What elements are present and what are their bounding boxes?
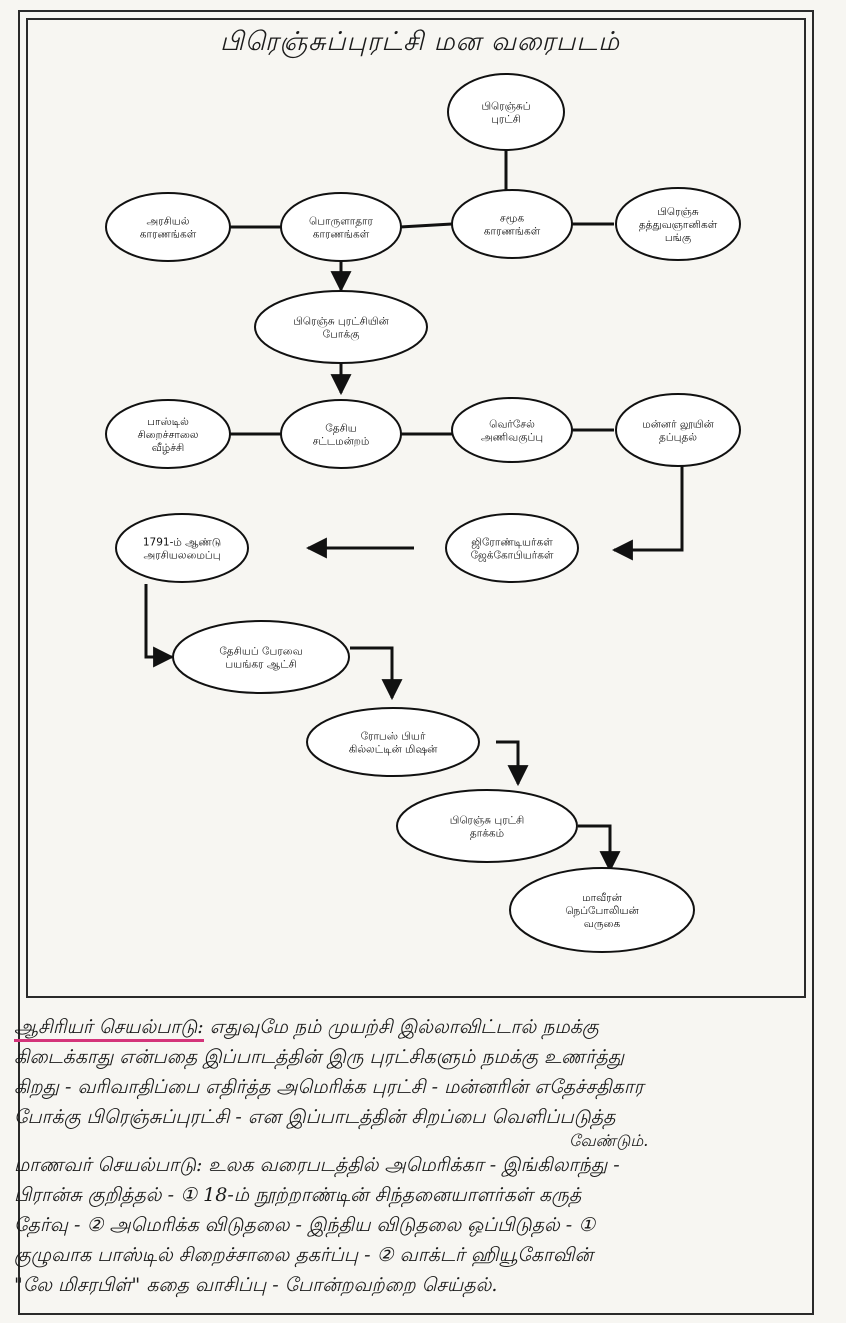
node-label: வருகை [584,918,621,930]
node-ellipse [254,290,428,364]
node-king-escape: மன்னர் லூயின்தப்புதல் [615,393,741,467]
node-ellipse [280,192,402,262]
outer-border [18,10,814,1315]
link-economic-social [399,222,453,229]
node-label: சிறைச்சாலை [137,429,198,441]
node-course-of-revolution: பிரெஞ்சு புரட்சியின்போக்கு [254,290,428,364]
arrow-king-girondins [611,466,684,561]
node-label: ரோபஸ் பியர் [361,731,426,743]
node-label: பயங்கர ஆட்சி [225,659,296,671]
node-label: சமூக [500,213,524,225]
node-label: கில்லட்டின் மிஷன் [349,744,438,756]
arrow-impact-napoleon [578,824,621,873]
student-activity-line-5: "லே மிசரபிள்" கதை வாசிப்பு - போன்றவற்றை … [14,1274,498,1296]
node-label: பிரெஞ்சுப் [481,101,530,113]
node-label: அரசியலமைப்பு [143,550,220,562]
teacher-activity-label: ஆசிரியர் செயல்பாடு: [14,1016,204,1042]
node-political-causes: அரசியல்காரணங்கள் [105,192,231,262]
student-activity-label: மாணவர் செயல்பாடு: [14,1154,203,1176]
node-label: மாவீரன் [582,892,622,904]
node-girondins-jacobins: ஜிரோண்டியர்கள்ஜேக்கோபியர்கள் [445,513,579,583]
node-napoleon-rise: மாவீரன்நெப்போலியன்வருகை [509,867,695,953]
node-label: போக்கு [323,329,360,343]
node-label: தத்துவஞானிகள் [639,219,718,231]
node-ellipse [509,867,695,953]
node-economic-causes: பொருளாதாரகாரணங்கள் [280,192,402,262]
node-ellipse [105,192,231,262]
node-label: காரணங்கள் [484,226,541,238]
node-versailles-march: வெர்சேல்அணிவகுப்பு [451,397,573,463]
teacher-activity-line-5: வேண்டும். [569,1132,649,1150]
node-social-causes: சமூககாரணங்கள் [451,189,573,259]
node-ellipse [105,399,231,469]
node-ellipse [306,707,480,777]
node-label: புரட்சி [491,114,521,126]
teacher-activity-text: எதுவுமே நம் முயற்சி இல்லாவிட்டால் நமக்கு [209,1016,599,1038]
diagram-border [26,18,806,998]
node-label: அணிவகுப்பு [481,432,543,446]
teacher-activity-line-1: ஆசிரியர் செயல்பாடு: எதுவுமே நம் முயற்சி … [14,1012,814,1042]
node-label: தேசியப் பேரவை [219,646,302,658]
node-ellipse [115,513,249,583]
node-constitution-1791: 1791-ம் ஆண்டுஅரசியலமைப்பு [115,513,249,583]
student-activity-line-1: மாணவர் செயல்பாடு: உலக வரைபடத்தில் அமெரிக… [14,1150,814,1180]
student-activity-line-3: தேர்வு - ② அமெரிக்க விடுதலை - இந்திய விட… [14,1214,596,1236]
node-bastille-fall: பாஸ்டில்சிறைச்சாலைவீழ்ச்சி [105,399,231,469]
node-label: பிரெஞ்சு புரட்சி [450,815,524,827]
node-revolution-impact: பிரெஞ்சு புரட்சிதாக்கம் [396,789,578,863]
teacher-activity-line-3: கிறது - வரிவாதிப்பை எதிர்த்த அமெரிக்க பு… [14,1076,644,1098]
student-activity-line-4: குழுவாக பாஸ்டில் சிறைச்சாலை தகர்ப்பு - ②… [14,1244,594,1266]
node-label: பொருளாதார [309,216,373,228]
node-ellipse [445,513,579,583]
node-ellipse [615,393,741,467]
activity-notes: ஆசிரியர் செயல்பாடு: எதுவுமே நம் முயற்சி … [14,1012,814,1312]
connectors [144,150,684,873]
node-label: வெர்சேல் [489,419,535,431]
arrow-convention-robespierre [350,646,403,701]
node-ellipse [280,399,402,469]
node-label: பிரெஞ்சு [657,206,698,218]
node-robespierre: ரோபஸ் பியர்கில்லட்டின் மிஷன் [306,707,480,777]
arrow-robespierre-impact [496,740,529,787]
node-philosophers-role: பிரெஞ்சுதத்துவஞானிகள்பங்கு [615,187,741,261]
node-label: காரணங்கள் [140,229,197,241]
student-activity-line-2: பிரான்சு குறித்தல் - ① 18-ம் நூற்றாண்டின… [14,1184,582,1206]
node-label: நெப்போலியன் [565,905,639,917]
node-label: ஜிரோண்டியர்கள் [471,537,553,550]
node-label: பிரெஞ்சு புரட்சியின் [293,316,389,328]
node-label: தேசிய [325,423,357,435]
node-ellipse [172,620,350,694]
node-label: வீழ்ச்சி [152,442,185,454]
mind-map-diagram: பிரெஞ்சுப்புரட்சிஅரசியல்காரணங்கள்பொருளாத… [105,73,741,953]
node-ellipse [451,189,573,259]
node-national-assembly: தேசியசட்டமன்றம் [280,399,402,469]
node-label: பங்கு [665,232,692,246]
node-ellipse [396,789,578,863]
node-label: மன்னர் லூயின் [642,419,714,431]
node-ellipse [615,187,741,261]
node-label: 1791-ம் ஆண்டு [143,537,221,549]
node-french-revolution: பிரெஞ்சுப்புரட்சி [447,73,565,151]
node-label: பாஸ்டில் [147,416,189,428]
node-ellipse [447,73,565,151]
node-label: காரணங்கள் [313,229,370,241]
node-national-convention: தேசியப் பேரவைபயங்கர ஆட்சி [172,620,350,694]
node-label: சட்டமன்றம் [313,436,370,448]
node-label: ஜேக்கோபியர்கள் [471,550,554,563]
node-label: தப்புதல் [659,432,697,444]
teacher-activity-line-4: போக்கு பிரெஞ்சுப்புரட்சி - என இப்பாடத்தி… [14,1106,616,1128]
arrow-1791-convention [144,584,175,668]
node-label: அரசியல் [146,216,189,228]
student-activity-text: உலக வரைபடத்தில் அமெரிக்கா - இங்கிலாந்து … [208,1154,620,1176]
page-title: பிரெஞ்சுப்புரட்சி மன வரைபடம் [219,27,620,57]
node-label: தாக்கம் [470,828,505,840]
teacher-activity-line-2: கிடைக்காது என்பதை இப்பாடத்தின் இரு புரட்… [14,1046,625,1068]
node-ellipse [451,397,573,463]
